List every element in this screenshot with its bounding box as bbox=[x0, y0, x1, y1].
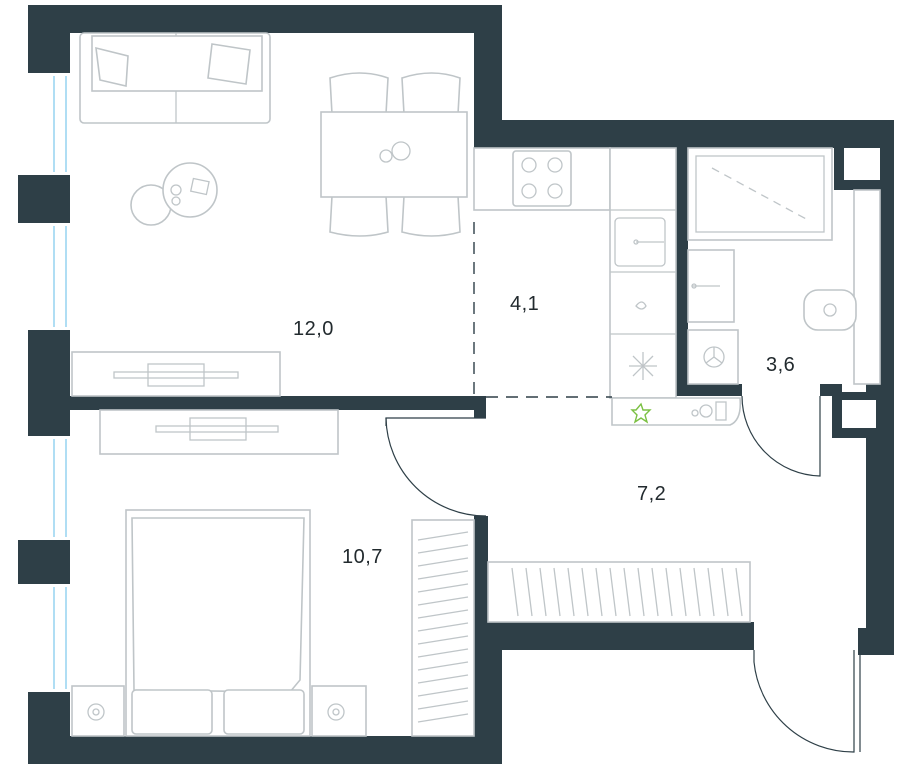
wall-bedroom-door-stub bbox=[474, 396, 486, 418]
bedroom-door bbox=[385, 417, 487, 517]
wall-left-pier3 bbox=[18, 540, 70, 584]
entrance-door bbox=[753, 650, 855, 753]
kitchen-area-label: 4,1 bbox=[510, 293, 540, 315]
bedroom-area-label: 10,7 bbox=[342, 546, 383, 568]
shaft-lower-void bbox=[842, 400, 876, 428]
star-icon bbox=[630, 402, 652, 424]
tv-stand-bedroom bbox=[99, 409, 339, 455]
wall-bottom-hall-corner bbox=[474, 622, 502, 764]
tv-stand-living bbox=[71, 351, 281, 397]
bathroom-door bbox=[741, 395, 821, 477]
wall-bottom bbox=[28, 736, 502, 764]
wall-bath-bottom bbox=[676, 384, 742, 396]
wardrobe-bedroom bbox=[411, 519, 475, 737]
wall-bottom-right bbox=[858, 628, 894, 655]
bed bbox=[125, 509, 311, 737]
living-room-area-label: 12,0 bbox=[293, 318, 334, 340]
kitchen-units bbox=[473, 147, 742, 426]
doors bbox=[385, 395, 861, 753]
wall-left-pier1 bbox=[18, 175, 70, 223]
wall-top-living bbox=[28, 5, 502, 33]
shaft-top-void bbox=[844, 148, 880, 180]
coffee-table bbox=[130, 162, 218, 226]
wall-left-pier2 bbox=[28, 330, 70, 436]
nightstands bbox=[71, 685, 367, 737]
wall-partition-bedroom bbox=[60, 396, 486, 410]
wall-bottom-hall bbox=[474, 622, 754, 650]
sofa bbox=[79, 32, 271, 124]
hallway-area-label: 7,2 bbox=[637, 483, 667, 505]
dining-table bbox=[320, 72, 468, 237]
wall-bath-left bbox=[676, 146, 688, 392]
wardrobe-hall bbox=[487, 561, 751, 623]
bathroom-area-label: 3,6 bbox=[766, 354, 796, 376]
bathroom-fixtures bbox=[687, 147, 881, 385]
wall-left-top bbox=[28, 5, 70, 73]
wall-bath-bottom-right bbox=[820, 384, 842, 396]
wall-top-right bbox=[474, 120, 894, 148]
windows bbox=[44, 73, 67, 692]
